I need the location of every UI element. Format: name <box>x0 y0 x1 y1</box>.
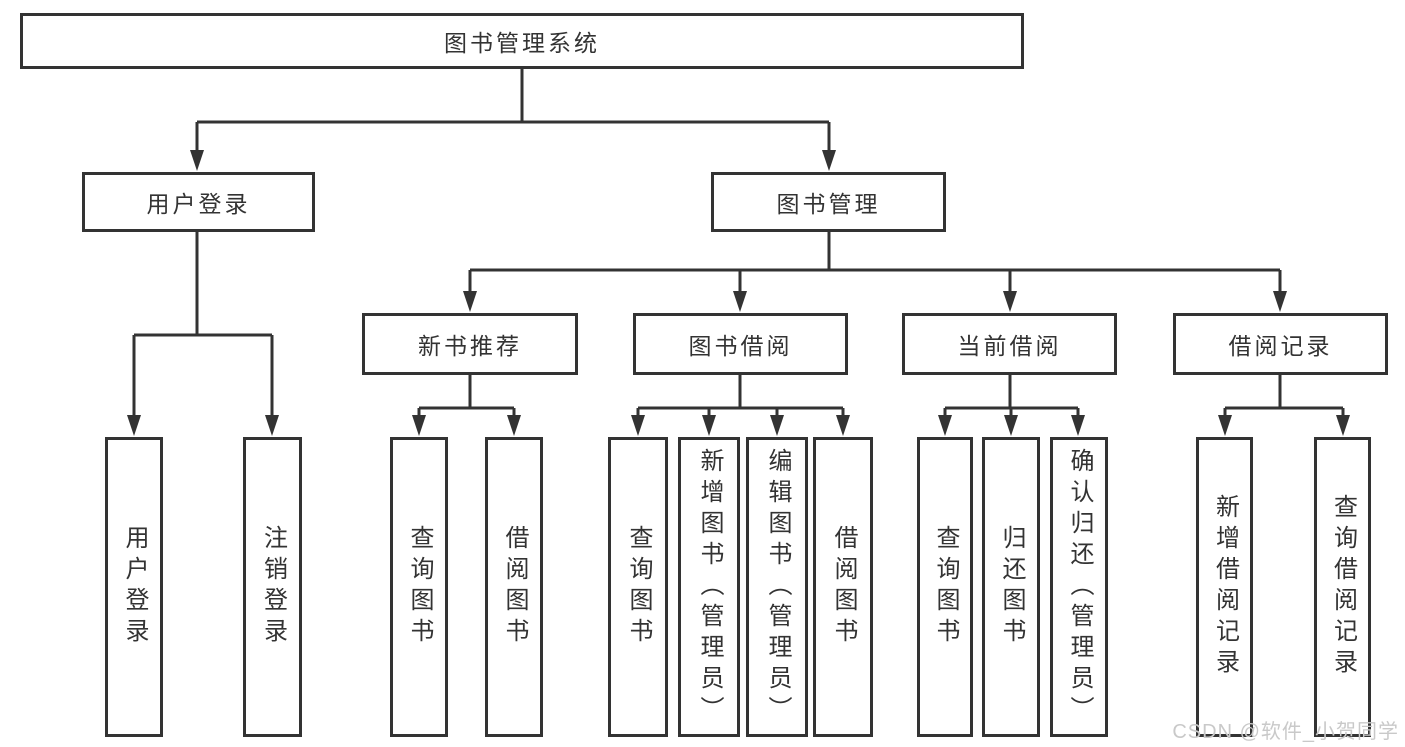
connector-borrowrecords-to-leaves <box>1223 375 1345 417</box>
node-borrow-records-label: 借阅记录 <box>1228 333 1333 359</box>
leaf-confirm-return-admin-label: 确认归还（管理员） <box>1066 447 1093 727</box>
leaf-query-book-1-label: 查询图书 <box>406 525 433 649</box>
leaf-query-borrow-record: 查询借阅记录 <box>1314 437 1371 737</box>
leaf-edit-book-admin-label: 编辑图书（管理员） <box>764 447 791 727</box>
csdn-watermark: CSDN @软件_小贺同学 <box>1172 721 1399 743</box>
leaf-borrow-book-2-label: 借阅图书 <box>830 525 857 649</box>
leaf-return-book: 归还图书 <box>982 437 1040 737</box>
connector-bookborrow-to-leaves <box>636 375 845 417</box>
node-book-management-label: 图书管理 <box>776 191 881 217</box>
leaf-query-borrow-record-label: 查询借阅记录 <box>1329 494 1357 680</box>
node-current-borrow: 当前借阅 <box>902 313 1117 375</box>
leaf-borrow-book-2: 借阅图书 <box>813 437 873 737</box>
leaf-query-book-2-label: 查询图书 <box>625 525 652 649</box>
leaf-add-borrow-record: 新增借阅记录 <box>1196 437 1253 737</box>
node-new-book-recommend: 新书推荐 <box>362 313 578 375</box>
node-current-borrow-label: 当前借阅 <box>957 333 1062 359</box>
leaf-user-login-label: 用户登录 <box>121 525 148 649</box>
connector-bookmgmt-to-level3 <box>468 232 1282 293</box>
connector-newbookrec-to-leaves <box>417 375 516 417</box>
connector-root-to-level2 <box>195 69 831 152</box>
leaf-query-book-3: 查询图书 <box>917 437 973 737</box>
node-borrow-records: 借阅记录 <box>1173 313 1388 375</box>
connector-userlogin-to-leaves <box>132 232 274 417</box>
node-book-management: 图书管理 <box>711 172 946 232</box>
node-root: 图书管理系统 <box>20 13 1024 69</box>
node-user-login-label: 用户登录 <box>146 191 251 217</box>
connector-currentborrow-to-leaves <box>943 375 1080 417</box>
leaf-logout-label: 注销登录 <box>259 525 287 649</box>
leaf-edit-book-admin: 编辑图书（管理员） <box>746 437 808 737</box>
leaf-user-login: 用户登录 <box>105 437 163 737</box>
leaf-query-book-2: 查询图书 <box>608 437 668 737</box>
arrowheads <box>127 150 1350 436</box>
leaf-query-book-3-label: 查询图书 <box>932 525 959 649</box>
node-root-label: 图书管理系统 <box>444 30 600 56</box>
leaf-add-book-admin-label: 新增图书（管理员） <box>696 447 723 727</box>
node-user-login: 用户登录 <box>82 172 315 232</box>
leaf-logout: 注销登录 <box>243 437 302 737</box>
node-book-borrow: 图书借阅 <box>633 313 848 375</box>
leaf-add-borrow-record-label: 新增借阅记录 <box>1211 494 1239 680</box>
leaf-borrow-book-1: 借阅图书 <box>485 437 543 737</box>
node-new-book-recommend-label: 新书推荐 <box>418 333 522 359</box>
leaf-return-book-label: 归还图书 <box>998 525 1025 649</box>
node-book-borrow-label: 图书借阅 <box>688 333 793 359</box>
leaf-query-book-1: 查询图书 <box>390 437 448 737</box>
leaf-confirm-return-admin: 确认归还（管理员） <box>1050 437 1108 737</box>
leaf-add-book-admin: 新增图书（管理员） <box>678 437 740 737</box>
leaf-borrow-book-1-label: 借阅图书 <box>501 525 528 649</box>
